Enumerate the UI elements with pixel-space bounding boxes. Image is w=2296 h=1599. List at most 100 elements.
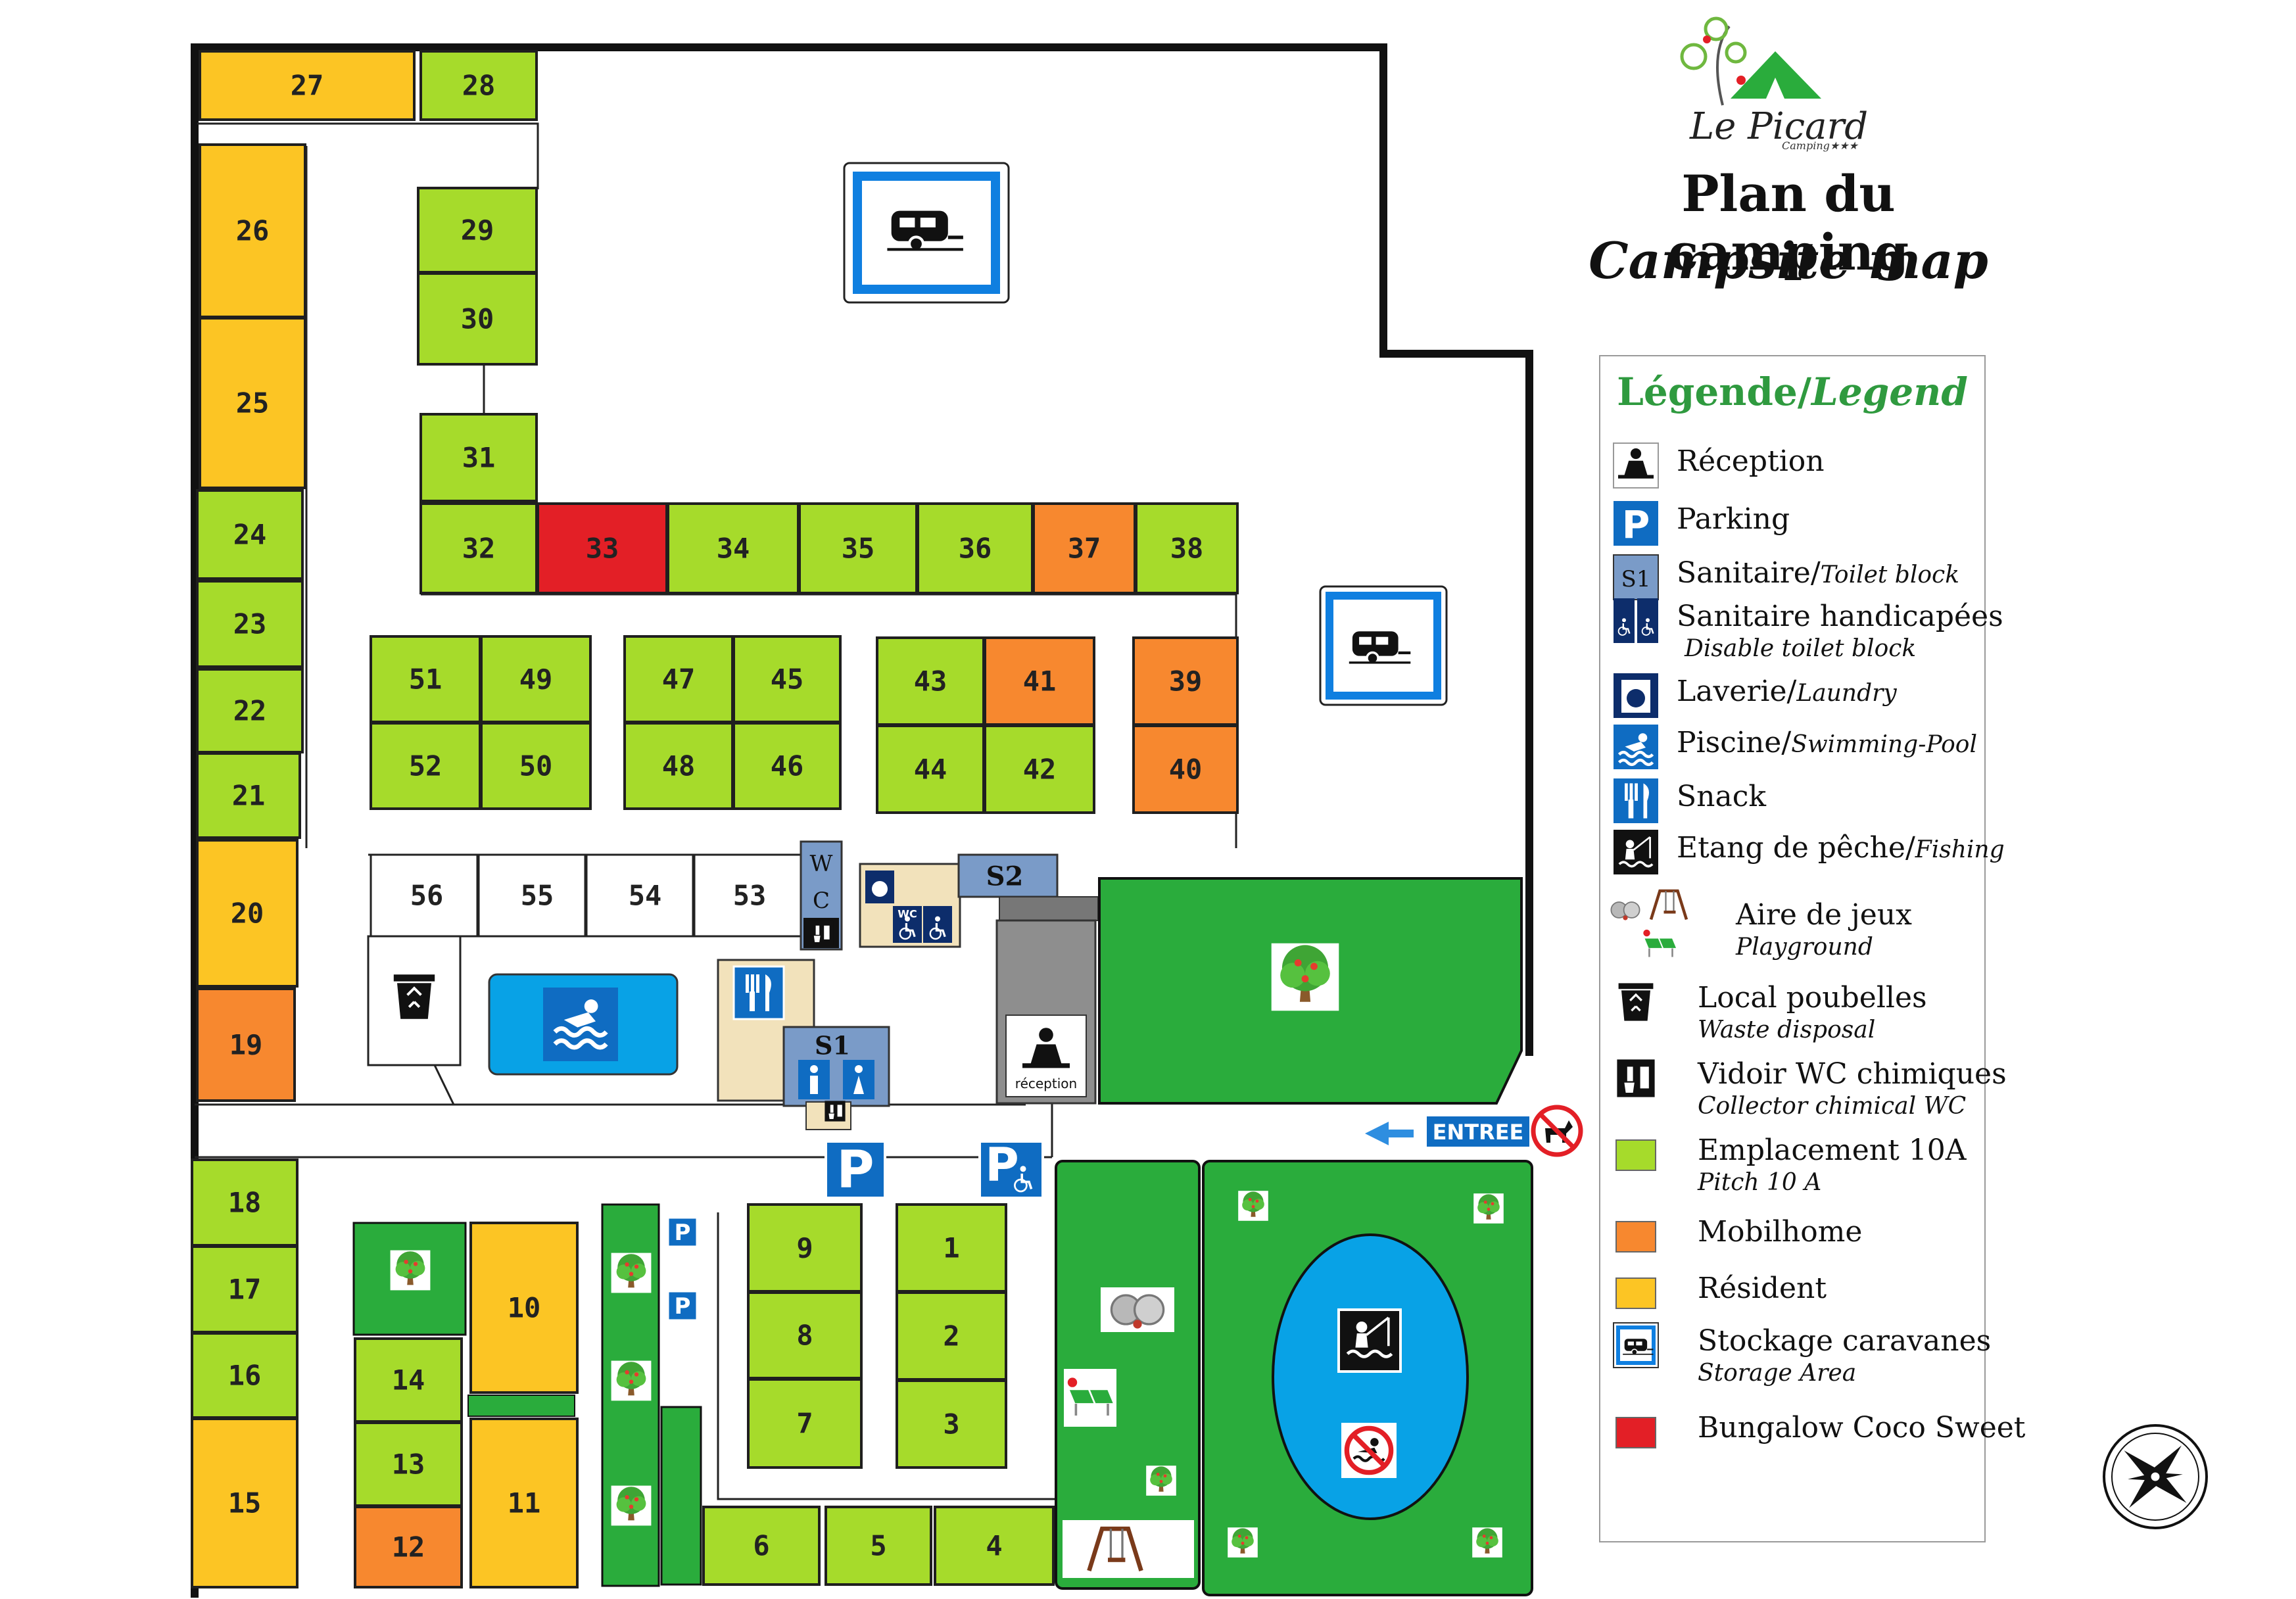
fishing-icon (1612, 828, 1660, 876)
pitch-50[interactable] (480, 722, 592, 810)
pitch-label-34: 34 (716, 532, 750, 565)
pitch-label-24: 24 (233, 518, 267, 551)
pitch-14[interactable] (354, 1337, 463, 1423)
pitch-36[interactable] (917, 502, 1034, 594)
pitch-label-50: 50 (519, 750, 553, 782)
legend-label-resident: Résident (1698, 1272, 1827, 1305)
pitch-27[interactable] (199, 50, 416, 121)
pitch-48[interactable] (623, 722, 734, 810)
pitch-35[interactable] (798, 502, 918, 594)
pitch-4[interactable] (934, 1506, 1055, 1586)
legend-text-piscine: Piscine/Swimming-Pool (1677, 726, 1977, 759)
pitch-label-45: 45 (770, 663, 804, 696)
pitch-12[interactable] (354, 1506, 463, 1588)
pitch-label-16: 16 (227, 1359, 262, 1392)
legend-label-jeux: Aire de jeux (1736, 898, 1912, 932)
pitch-33[interactable] (537, 502, 668, 594)
green-area-east (1098, 877, 1523, 1105)
pitch-23[interactable] (196, 580, 304, 668)
pitch-label-3: 3 (943, 1408, 960, 1441)
pitch-label-30: 30 (460, 302, 494, 335)
pitch-49[interactable] (480, 635, 592, 723)
pitch-label-20: 20 (230, 897, 264, 930)
legend-text-laverie: Laverie/Laundry (1677, 675, 1897, 708)
pitch-label-19: 19 (229, 1028, 263, 1061)
pitch-19[interactable] (196, 988, 296, 1102)
legend-text-parking: Parking (1677, 502, 1790, 536)
pitch-18[interactable] (191, 1158, 299, 1247)
parking-label-main: P (836, 1141, 874, 1200)
pitch-21[interactable] (196, 752, 301, 839)
brand-logo (1680, 16, 1821, 106)
pitch-2[interactable] (896, 1291, 1007, 1381)
pitch-label-31: 31 (462, 441, 496, 474)
pitch-17[interactable] (191, 1245, 299, 1333)
swimming-pool (488, 973, 679, 1076)
legend-text-poubelles: Local poubelles (1698, 981, 1927, 1014)
pitch-15[interactable] (191, 1418, 299, 1588)
legend-text-reception: Réception (1677, 444, 1825, 478)
pitch-28[interactable] (419, 50, 538, 121)
pitch-label-7: 7 (796, 1407, 813, 1440)
disabled-toilet-icon (1612, 597, 1660, 644)
pitch-25[interactable] (199, 317, 306, 489)
legend-item-laverie: Laverie/Laundry (1600, 672, 1984, 744)
reception-label: réception (1015, 1076, 1078, 1091)
legend-text-resident: Résident (1698, 1272, 1827, 1305)
legend-sublabel-emplacement: Pitch 10 A (1698, 1169, 1822, 1196)
pitch-44[interactable] (876, 725, 985, 814)
pitch-42[interactable] (984, 725, 1095, 814)
pitch-label-18: 18 (227, 1186, 262, 1219)
legend-item-reception: Réception (1600, 442, 1984, 514)
parking-signs (667, 1140, 1044, 1322)
pitch-46[interactable] (732, 722, 842, 810)
fishing-pond-area (1202, 1160, 1533, 1596)
caravan-storage-sign (843, 162, 1010, 304)
pitch-22[interactable] (196, 668, 304, 753)
pitch-10[interactable] (469, 1222, 579, 1394)
pitch-16[interactable] (191, 1332, 299, 1419)
pitch-8[interactable] (747, 1291, 863, 1379)
pitch-40[interactable] (1132, 725, 1239, 814)
pitch-39[interactable] (1132, 636, 1239, 726)
parking-label-small-1: P (674, 1220, 691, 1246)
pitch-32[interactable] (419, 502, 538, 594)
pitch-label-32: 32 (462, 532, 496, 565)
s2-label: S2 (986, 861, 1024, 892)
legend-text-jeux: Aire de jeux (1736, 898, 1912, 932)
pitch-30[interactable] (417, 272, 538, 366)
pitch-label-8: 8 (796, 1319, 813, 1352)
pitch-34[interactable] (667, 502, 800, 594)
brand-tagline: Camping★★★ (1782, 139, 1858, 152)
legend-label-bungalow: Bungalow Coco Sweet (1698, 1411, 2026, 1444)
legend-sublabel-poubelles: Waste disposal (1698, 1016, 1876, 1043)
pitch-20[interactable] (196, 839, 299, 988)
pitch-3[interactable] (896, 1379, 1007, 1469)
pitch-38[interactable] (1135, 502, 1239, 594)
pitch-24[interactable] (196, 489, 304, 580)
pitch-31[interactable] (419, 413, 538, 502)
pitch-label-28: 28 (462, 69, 496, 102)
pitch-6[interactable] (702, 1506, 821, 1586)
pitch-11[interactable] (469, 1418, 579, 1588)
pitch-9[interactable] (747, 1203, 863, 1293)
compass-rose (2103, 1424, 2208, 1529)
pool-icon (1612, 723, 1660, 771)
legend-label-reception: Réception (1677, 444, 1825, 478)
wc-letter-w: W (809, 851, 833, 877)
reception-building (995, 919, 1097, 1105)
legend-label-mobilhome: Mobilhome (1698, 1215, 1863, 1249)
legend-label-parking: Parking (1677, 502, 1790, 536)
pitch-7[interactable] (747, 1378, 863, 1469)
pitch-label-29: 29 (460, 214, 494, 247)
caravan-storage-icon (1612, 1322, 1660, 1369)
waste-bin-icon (1612, 978, 1660, 1026)
legend-label-poubelles: Local poubelles (1698, 981, 1927, 1014)
pitch-5[interactable] (825, 1506, 932, 1586)
pitch-45[interactable] (732, 635, 842, 723)
pitch-label-21: 21 (231, 779, 266, 812)
swatch-icon (1612, 1131, 1660, 1178)
pitch-1[interactable] (896, 1203, 1007, 1293)
